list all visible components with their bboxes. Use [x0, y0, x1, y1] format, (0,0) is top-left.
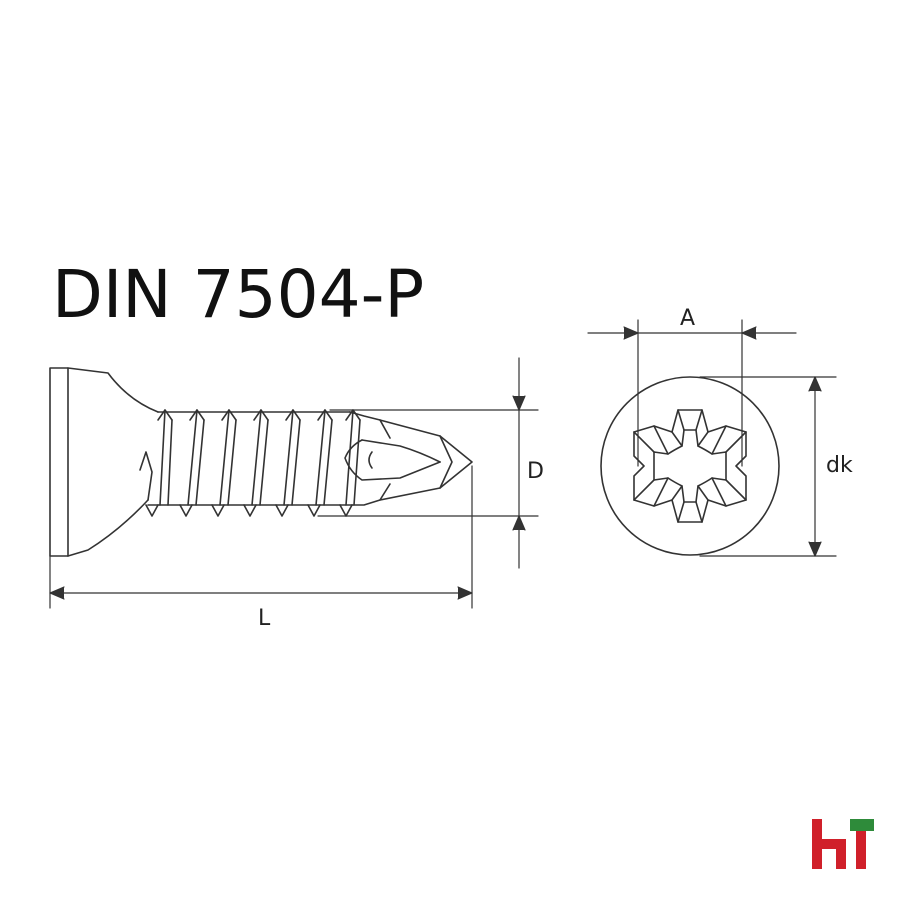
drill-point — [344, 411, 473, 506]
label-a: A — [680, 306, 695, 331]
screw-head-cone-bottom — [67, 499, 149, 557]
screw-head-cone-top — [67, 367, 159, 413]
brand-logo — [812, 819, 874, 869]
screw-side-view — [49, 367, 473, 557]
phillips-recess-inner — [653, 429, 727, 503]
phillips-recess-outer — [633, 409, 747, 523]
label-d: D — [527, 459, 544, 484]
label-dk: dk — [826, 453, 853, 478]
dimension-a — [587, 319, 797, 467]
logo-red-bar — [812, 819, 822, 869]
dimension-d — [317, 357, 539, 569]
page-title: DIN 7504-P — [52, 256, 425, 333]
screw-head-top-view — [600, 376, 780, 556]
head-circle — [600, 376, 780, 556]
dimension-dk — [699, 376, 837, 557]
thread-flanks — [139, 409, 361, 506]
screw-head-face — [49, 367, 69, 557]
label-l: L — [258, 606, 271, 631]
dimension-l — [49, 465, 473, 609]
thread-crests — [145, 409, 361, 517]
logo-green-bar — [850, 819, 874, 831]
